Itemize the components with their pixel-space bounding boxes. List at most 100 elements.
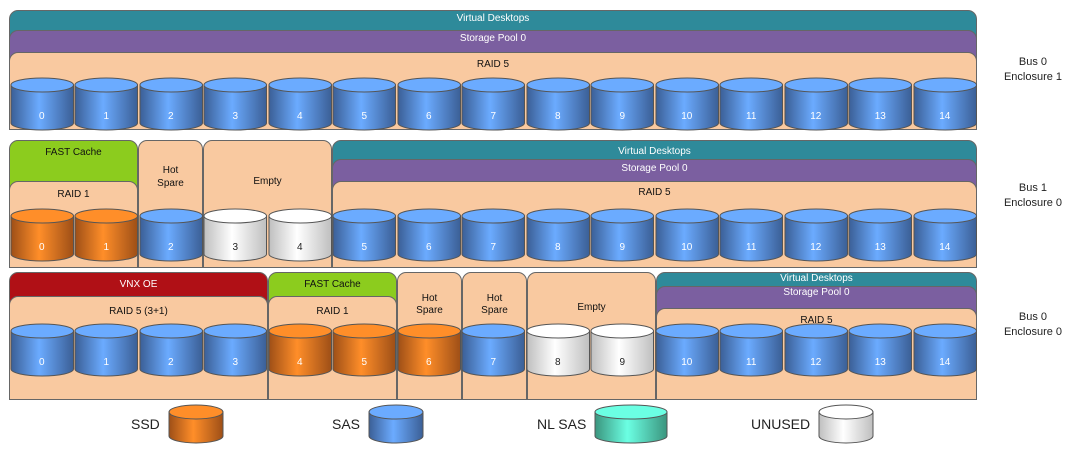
sas-disk: 11 [719,208,784,262]
disk-number: 12 [810,111,822,122]
disk-number: 12 [810,357,822,368]
group-label: Storage Pool 0 [459,33,527,44]
sas-disk: 5 [332,77,397,131]
disk-number: 6 [425,242,432,253]
sas-disk: 10 [655,208,720,262]
sas-disk-icon [368,404,424,444]
disk-number: 5 [361,357,368,368]
disk-number: 4 [296,111,303,122]
disk-number: 11 [746,111,757,122]
sas-disk: 3 [203,77,268,131]
sas-disk: 4 [268,77,333,131]
sas-disk: 12 [784,323,849,377]
sas-disk: 2 [139,323,204,377]
bus-enclosure-label: Bus 0 Enclosure 1 [992,55,1074,85]
sas-disk: 12 [784,208,849,262]
ssd-disk: 1 [74,208,139,262]
disk-number: 9 [619,357,626,368]
sas-disk: 5 [332,208,397,262]
group-label: Empty [577,302,606,313]
group-label: RAID 5 [476,59,510,70]
disk-number: 10 [681,357,693,368]
ssd-disk: 4 [268,323,333,377]
disk-number: 2 [167,357,174,368]
unused-disk-icon [818,404,874,444]
sas-disk: 13 [848,77,913,131]
disk-number: 14 [939,242,951,253]
disk-number: 10 [681,242,693,253]
disk-number: 5 [361,111,368,122]
bus-enclosure-label: Bus 1 Enclosure 0 [992,181,1074,211]
disk-number: 12 [810,242,822,253]
unused-disk: 3 [203,208,268,262]
disk-number: 8 [554,357,561,368]
group-label: Virtual Desktops [618,146,691,157]
disk-number: 4 [296,357,303,368]
enclosure-label: Enclosure 1 [1003,71,1063,83]
ssd-disk-icon [168,404,224,444]
disk-number: 1 [103,357,110,368]
sas-disk: 7 [461,323,526,377]
disk-number: 14 [939,111,951,122]
sas-disk: 11 [719,323,784,377]
group-label: FAST Cache [45,147,102,158]
sas-disk: 9 [590,77,655,131]
group-label: RAID 5 [638,187,671,198]
disk-number: 14 [939,357,951,368]
group-label: Virtual Desktops [456,13,530,24]
group-label: RAID 5 [800,315,833,326]
legend-label: UNUSED [751,416,811,432]
sas-disk: 8 [526,208,591,262]
sas-disk: 2 [139,208,204,262]
disk-number: 13 [874,111,886,122]
sas-disk: 14 [913,77,978,131]
disk-number: 8 [554,242,561,253]
unused-disk: 8 [526,323,591,377]
group-label-line2: Spare [416,305,443,316]
ssd-disk: 6 [397,323,462,377]
disk-number: 2 [167,111,174,122]
group-label: RAID 1 [316,306,349,317]
group-label: Storage Pool 0 [621,163,688,174]
sas-disk: 1 [74,323,139,377]
group-label: Storage Pool 0 [783,287,850,298]
group-label-line2: Spare [481,305,508,316]
disk-number: 1 [103,111,110,122]
legend-item-unused: UNUSED [751,404,874,444]
disk-number: 10 [681,111,693,122]
bus-enclosure-label: Bus 0 Enclosure 0 [992,310,1074,340]
sas-disk: 6 [397,208,462,262]
sas-disk: 10 [655,77,720,131]
unused-disk: 4 [268,208,333,262]
disk-number: 7 [490,111,497,122]
sas-disk: 14 [913,323,978,377]
disk-number: 11 [746,242,757,253]
group-label: RAID 5 (3+1) [109,306,168,317]
sas-disk: 10 [655,323,720,377]
group-label: VNX OE [119,279,158,290]
legend-label: NL SAS [537,416,587,432]
disk-number: 4 [296,242,303,253]
disk-number: 0 [38,111,45,122]
sas-disk: 1 [74,77,139,131]
disk-number: 5 [361,242,368,253]
legend-item-sas: SAS [332,404,424,444]
sas-disk: 0 [10,323,75,377]
enclosure-label: Enclosure 0 [1003,197,1063,209]
bus-label: Bus 0 [1018,56,1048,68]
disk-number: 13 [874,242,886,253]
group-label: Empty [253,176,282,187]
disk-number: 3 [232,357,239,368]
ssd-disk: 5 [332,323,397,377]
disk-number: 0 [38,357,45,368]
group-label-line1: Hot [162,165,179,176]
sas-disk: 8 [526,77,591,131]
group-label: Virtual Desktops [780,273,853,284]
sas-disk: 14 [913,208,978,262]
sas-disk: 13 [848,323,913,377]
disk-number: 8 [554,111,561,122]
ssd-disk: 0 [10,208,75,262]
disk-number: 9 [619,242,626,253]
disk-number: 13 [874,357,886,368]
sas-disk: 7 [461,77,526,131]
